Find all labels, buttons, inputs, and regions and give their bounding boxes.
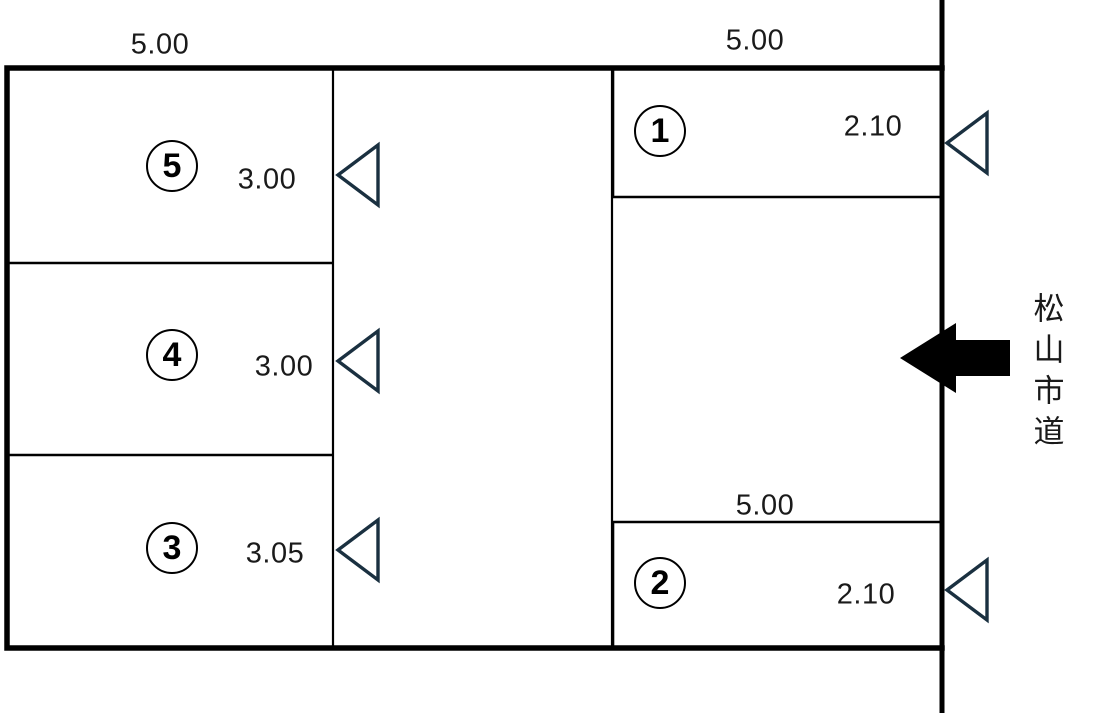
parcel-4-depth-dimension: 3.00 [254, 350, 314, 383]
parcel-badge-1[interactable]: 1 [634, 105, 686, 157]
access-marker-4-icon [335, 327, 380, 395]
parcel-badge-5[interactable]: 5 [146, 140, 198, 192]
road-name-label: 松山市道 [1028, 292, 1064, 456]
access-marker-2-icon [944, 556, 989, 624]
parcel-badge-3[interactable]: 3 [146, 522, 198, 574]
access-marker-5-icon [335, 141, 380, 209]
parcel-badge-4[interactable]: 4 [146, 329, 198, 381]
top-dimension-right: 5.00 [725, 24, 785, 57]
parcel-badge-2[interactable]: 2 [634, 557, 686, 609]
parcel-2-depth-dimension: 2.10 [836, 578, 896, 611]
site-boundary [4, 65, 945, 651]
parcel-3-depth-dimension: 3.05 [245, 537, 305, 570]
parcel-2-outline [611, 520, 942, 648]
parcel-1-depth-dimension: 2.10 [843, 110, 903, 143]
parcel-5-depth-dimension: 3.00 [237, 163, 297, 196]
access-marker-1-icon [944, 109, 989, 177]
parcel-2-width-dimension: 5.00 [735, 489, 795, 522]
top-dimension-left: 5.00 [130, 28, 190, 61]
access-marker-3-icon [335, 516, 380, 584]
parcel-1-outline [611, 68, 942, 199]
road-direction-arrow-icon [900, 323, 1010, 393]
